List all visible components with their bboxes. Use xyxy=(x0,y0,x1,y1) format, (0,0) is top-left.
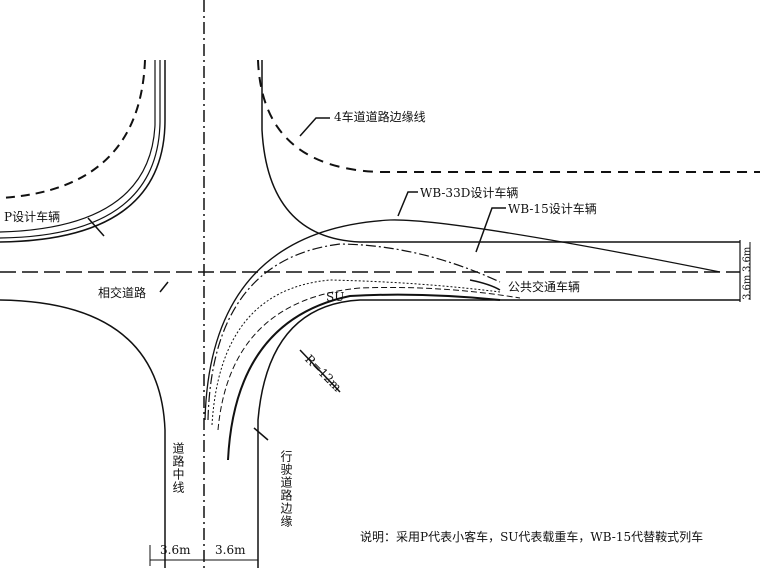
su-label: SU xyxy=(326,290,345,304)
road-edge-top-left xyxy=(0,60,166,243)
wb15-path xyxy=(207,243,501,421)
travel-edge-label: 行驶道路边缘 xyxy=(279,450,293,528)
lane-width-right: 3.6m xyxy=(215,543,246,557)
road-edge-bottom-left xyxy=(0,299,166,568)
road-edge-top-right xyxy=(261,60,740,243)
turn-path xyxy=(227,293,501,461)
bus-label: 公共交通车辆 xyxy=(508,280,581,294)
dashed-edge-top-left xyxy=(0,59,146,199)
p-vehicle-path xyxy=(0,60,161,239)
edge-line-label: 4车道道路边缘线 xyxy=(334,110,426,124)
lane-width-left: 3.6m xyxy=(160,543,191,557)
wb33d-label: WB-33D设计车辆 xyxy=(420,186,519,200)
lane-width-h-top: 3.6m xyxy=(742,246,753,272)
su-path xyxy=(211,279,501,426)
centerline-label: 道路中线 xyxy=(171,442,185,494)
road-edge-bottom-right xyxy=(257,299,740,568)
lane-width-h-bottom: 3.6m xyxy=(742,274,753,300)
cross-road-label: 相交道路 xyxy=(98,286,147,300)
bus-path xyxy=(217,286,521,431)
wb15-label: WB-15设计车辆 xyxy=(508,202,597,216)
p-vehicle-label: P设计车辆 xyxy=(4,210,61,224)
note-text: 说明：采用P代表小客车，SU代表载重车，WB-15代替鞍式列车 xyxy=(360,530,704,544)
wb33d-path xyxy=(204,219,721,421)
dashed-edge-top-right xyxy=(257,59,760,173)
